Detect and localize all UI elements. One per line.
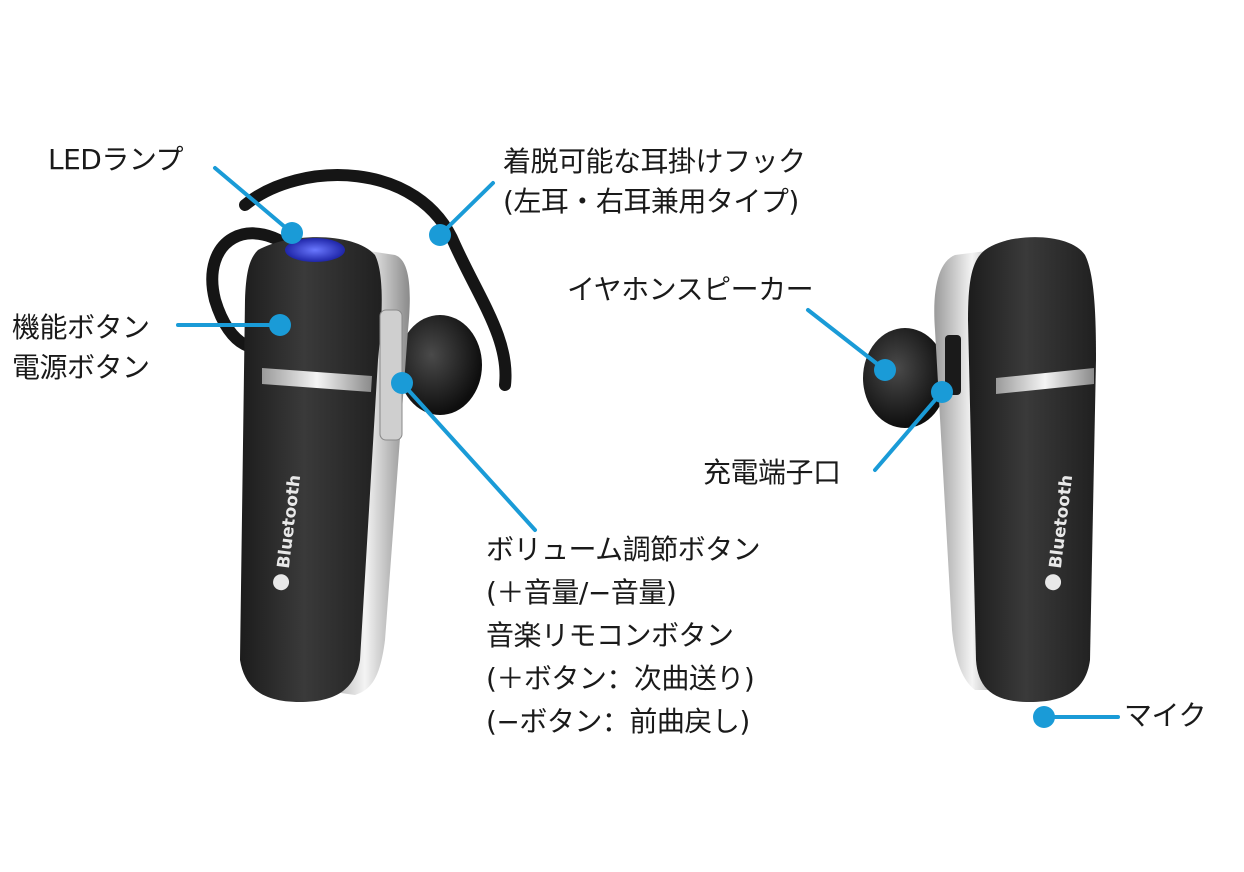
ear-tip-right bbox=[863, 328, 947, 428]
callout-mic bbox=[1033, 706, 1120, 728]
callout-hook bbox=[429, 181, 495, 246]
label-hook: 着脱可能な耳掛けフック (左耳・右耳兼用タイプ) bbox=[503, 145, 806, 218]
label-charging-port: 充電端子口 bbox=[703, 456, 841, 489]
chrome-band bbox=[262, 368, 372, 392]
charging-port bbox=[945, 335, 961, 395]
callout-volume bbox=[391, 372, 537, 532]
callout-speaker bbox=[806, 308, 896, 381]
chrome-band-right bbox=[996, 368, 1094, 394]
callout-function-button bbox=[176, 314, 291, 336]
ear-tip bbox=[398, 315, 482, 415]
callout-led bbox=[213, 166, 303, 244]
led bbox=[285, 238, 345, 262]
label-speaker: イヤホンスピーカー bbox=[567, 273, 814, 306]
callout-charging-port bbox=[873, 381, 953, 472]
label-volume: ボリューム調節ボタン (＋音量/−音量) 音楽リモコンボタン (＋ボタン：次曲送… bbox=[486, 533, 761, 738]
left-headset: Bluetooth bbox=[206, 169, 512, 702]
label-led: LEDランプ bbox=[48, 143, 184, 176]
right-headset: Bluetooth bbox=[863, 237, 1096, 702]
main-body-right bbox=[968, 237, 1096, 702]
main-body bbox=[240, 237, 382, 702]
label-function-button: 機能ボタン 電源ボタン bbox=[12, 311, 150, 384]
label-mic: マイク bbox=[1124, 699, 1206, 732]
